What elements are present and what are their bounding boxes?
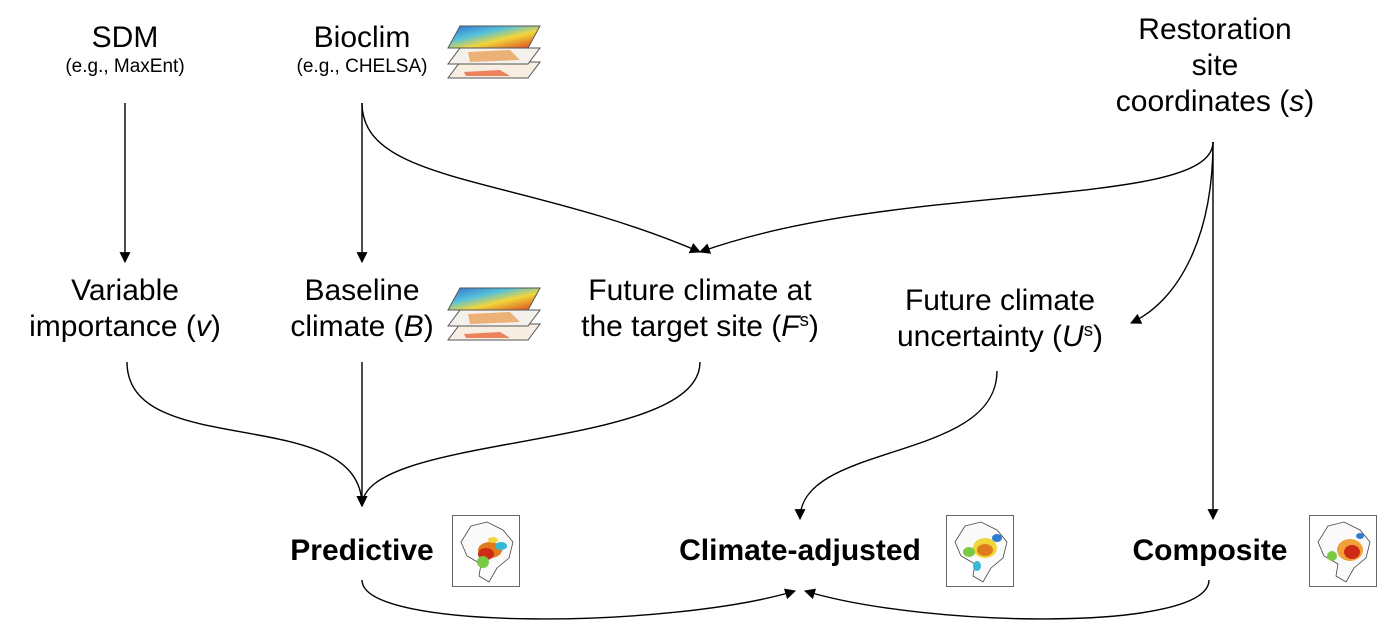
climate-adjusted-map-icon: [946, 515, 1014, 587]
arrow-uncertainty-to-climate-adjusted: [794, 370, 998, 521]
climate-layers-icon: [447, 25, 541, 79]
uncertainty-line1: Future climate: [904, 284, 1096, 317]
output-predictive: Predictive: [290, 534, 434, 567]
restoration-line2: site: [1191, 49, 1239, 82]
output-climate-adjusted: Climate-adjusted: [679, 534, 921, 567]
arrow-future-target-to-predictive: [356, 361, 701, 508]
node-restoration-site: Restoration site coordinates (s): [1085, 12, 1345, 120]
node-future-climate-target: Future climate at the target site (Fs): [555, 273, 845, 345]
node-bioclim: Bioclim (e.g., CHELSA): [262, 20, 462, 79]
baseline-layers-icon: [447, 287, 541, 341]
bioclim-subtitle: (e.g., CHELSA): [296, 56, 428, 77]
baseline-line1: Baseline: [304, 274, 420, 307]
variable-importance-line2: importance (v): [29, 310, 221, 343]
bioclim-title: Bioclim: [313, 21, 411, 54]
node-future-climate-uncertainty: Future climate uncertainty (Us): [870, 283, 1130, 355]
arrow-predictive-to-climate-adjusted: [361, 579, 797, 620]
uncertainty-line2: uncertainty (Us): [896, 318, 1104, 353]
future-target-line2: the target site (Fs): [581, 308, 819, 343]
node-variable-importance: Variable importance (v): [5, 273, 245, 345]
arrow-variable-importance-to-predictive: [126, 361, 368, 508]
predictive-map-icon: [452, 515, 520, 587]
composite-map-icon: [1309, 515, 1377, 587]
sdm-subtitle: (e.g., MaxEnt): [65, 56, 185, 77]
future-target-line1: Future climate at: [588, 274, 812, 307]
output-composite: Composite: [1132, 534, 1288, 567]
arrow-restoration-to-future-target: [698, 141, 1214, 254]
sdm-title: SDM: [91, 21, 159, 54]
variable-importance-line1: Variable: [71, 274, 179, 307]
arrow-restoration-to-uncertainty: [1130, 141, 1214, 324]
node-baseline-climate: Baseline climate (B): [262, 273, 462, 345]
restoration-line3: coordinates (s): [1115, 85, 1315, 118]
node-sdm: SDM (e.g., MaxEnt): [25, 20, 225, 79]
arrow-composite-to-climate-adjusted: [803, 579, 1210, 620]
arrow-bioclim-to-future-target: [361, 102, 702, 254]
restoration-line1: Restoration: [1138, 13, 1292, 46]
baseline-line2: climate (B): [290, 310, 434, 343]
